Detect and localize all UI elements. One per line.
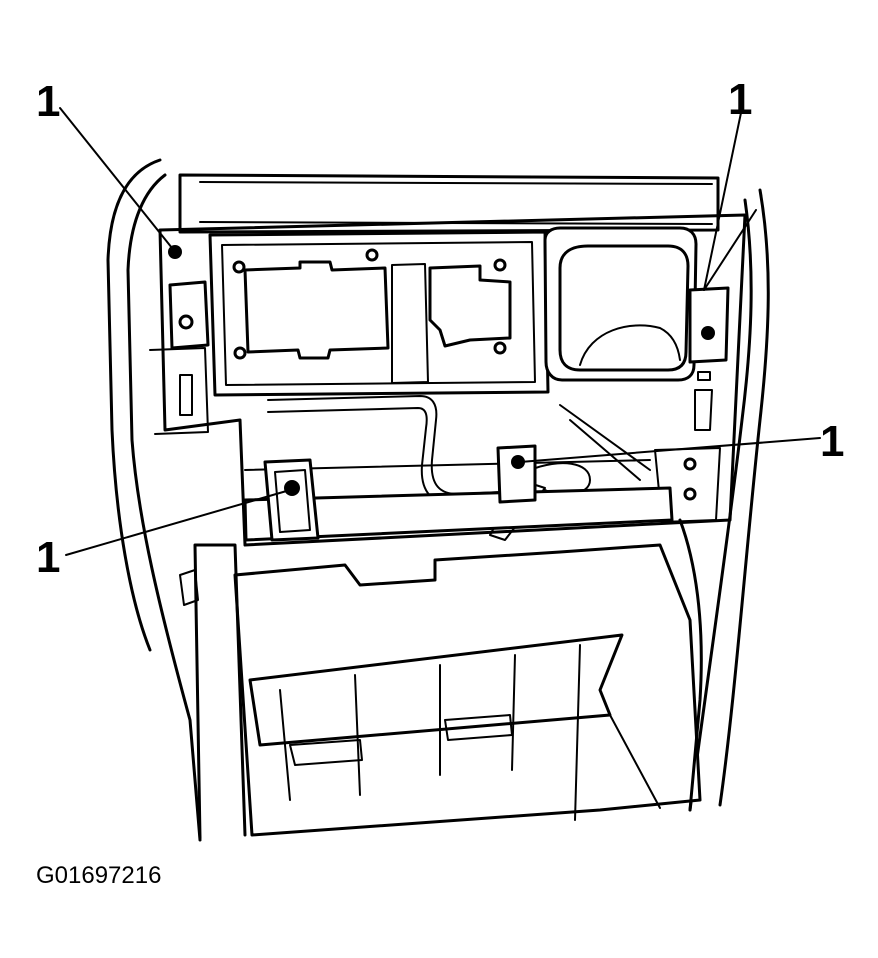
console-left-outer-wall	[106, 158, 162, 652]
switch-opening-right	[428, 264, 512, 348]
leader-top-right	[703, 107, 743, 291]
fastener-middle-left	[284, 480, 300, 496]
rear-vent-curve	[579, 324, 681, 366]
leader-middle-right	[519, 437, 821, 463]
bezel-screw-hole	[233, 346, 247, 360]
switch-divider	[391, 263, 429, 384]
right-upper-bracket	[688, 286, 730, 364]
fastener-top-right	[701, 326, 715, 340]
leader-middle-left	[65, 489, 291, 556]
switch-opening-left	[243, 260, 390, 360]
fastener-middle-right	[511, 455, 525, 469]
left-upper-bracket	[168, 280, 210, 350]
tray-rib-1	[279, 674, 361, 801]
tray-inner-panels	[289, 714, 513, 766]
leader-top-left	[59, 107, 173, 249]
switch-bezel-inner	[221, 241, 536, 386]
bezel-screw-hole	[232, 260, 246, 274]
bezel-screw-hole	[365, 248, 379, 262]
tray-rib-3	[574, 644, 661, 821]
bezel-screw-hole	[493, 341, 507, 355]
tray-top-edge	[248, 633, 624, 747]
console-right-outer-wall	[718, 188, 770, 807]
callout-label: 1	[36, 77, 61, 126]
rear-vent-opening	[558, 244, 690, 372]
bracket-hole	[683, 457, 697, 471]
console-left-inner-wall	[126, 173, 202, 842]
callout-label: 1	[728, 75, 753, 124]
lower-bin-left-latch	[179, 569, 199, 606]
console-right-inner-wall	[688, 198, 753, 812]
figure-id: G01697216	[36, 862, 162, 889]
lower-bin-right-wall	[678, 518, 703, 812]
right-lower-mount	[496, 444, 537, 504]
tray-rib-2	[439, 654, 516, 776]
leader-top-right-branch	[703, 209, 757, 291]
rear-panel-frame	[158, 213, 747, 547]
crossmember-edge	[244, 404, 651, 481]
right-bracket-slots	[694, 371, 713, 431]
bezel-screw-hole	[493, 258, 507, 272]
left-side-recess	[149, 347, 209, 435]
left-lower-bracket-face	[274, 469, 311, 533]
left-bracket-slot	[179, 374, 193, 416]
bracket-hole	[683, 487, 697, 501]
callout-label: 1	[820, 417, 845, 466]
bracket-hole	[178, 314, 194, 330]
lower-bin-left-wall	[193, 543, 247, 840]
callout-label: 1	[36, 533, 61, 582]
